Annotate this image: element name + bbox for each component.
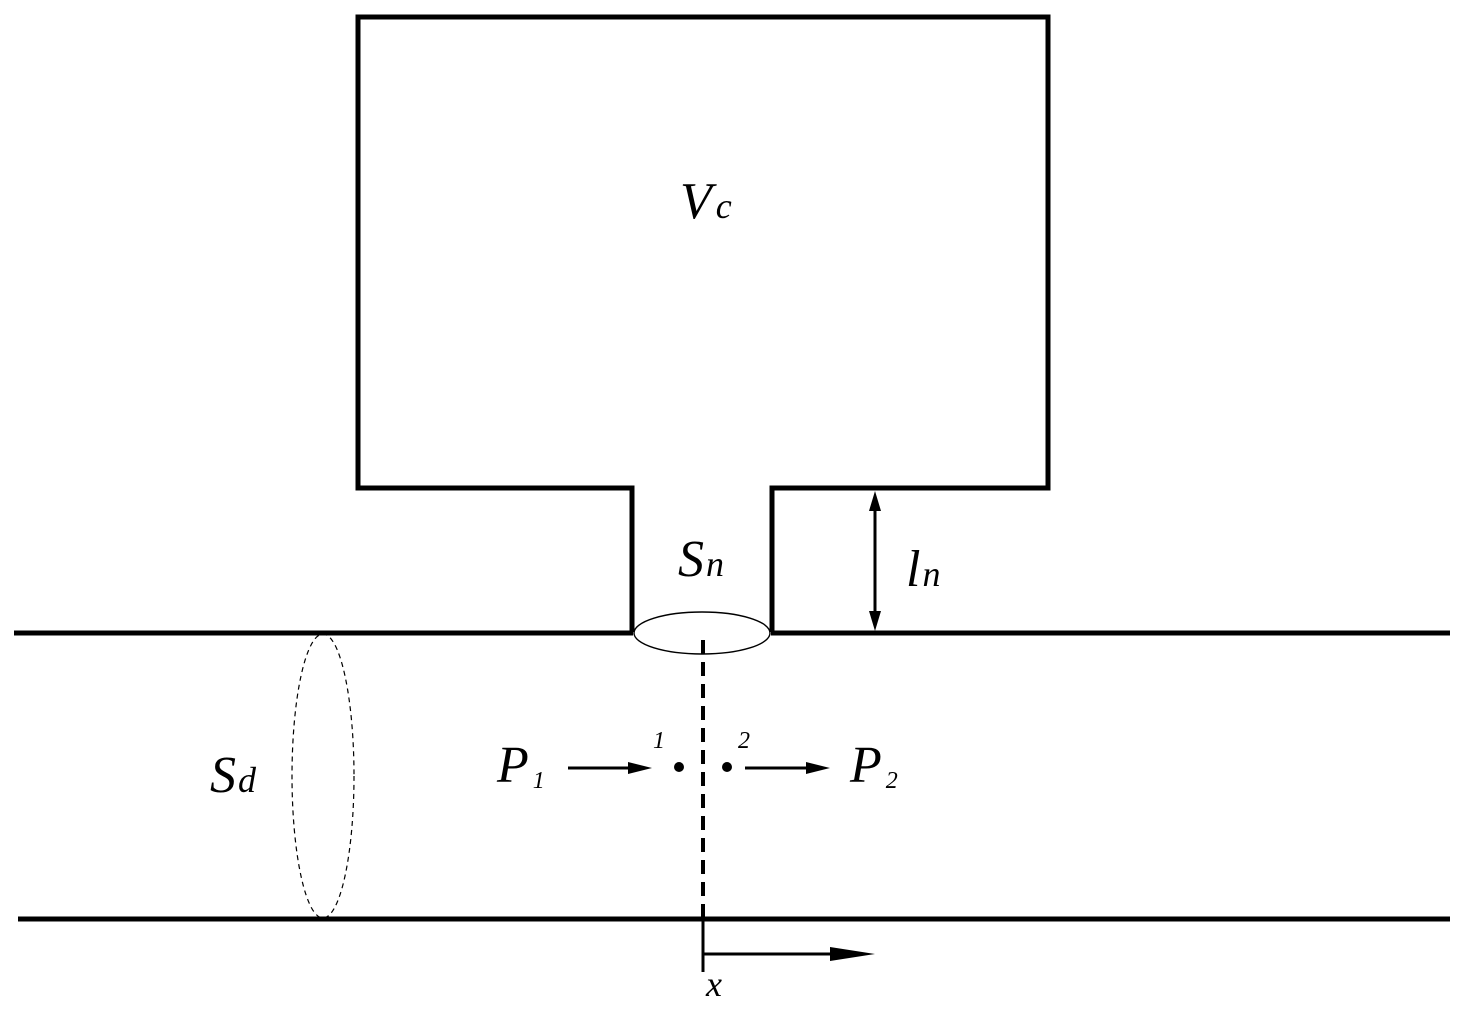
neck-area-label: Sn — [678, 531, 724, 588]
point-1-label: 1 — [653, 728, 665, 754]
point-1-marker — [674, 762, 684, 772]
x-axis-label: x — [705, 964, 722, 1004]
x-axis-arrow — [701, 918, 875, 972]
point-2-label: 2 — [738, 728, 750, 754]
resonator-cavity-outline — [355, 14, 1051, 632]
duct-area-label: Sd — [210, 747, 257, 804]
downstream-flow-arrow — [745, 762, 830, 774]
upstream-flow-arrow — [568, 762, 652, 774]
duct-cross-section-ellipse — [291, 633, 355, 919]
neck-length-label: ln — [906, 541, 940, 598]
neck-length-dimension-arrow — [869, 491, 881, 631]
point-2-marker — [722, 762, 732, 772]
